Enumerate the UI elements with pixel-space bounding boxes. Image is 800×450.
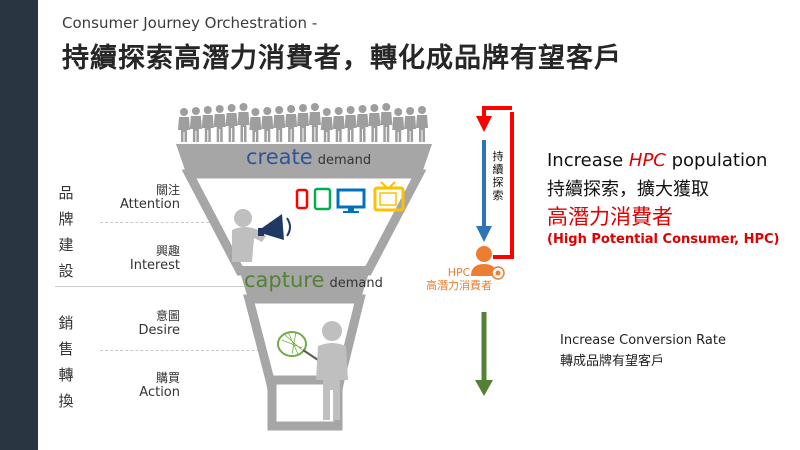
- crowd-person-head: [251, 108, 260, 116]
- crowd-person-head: [227, 104, 236, 112]
- crowd-icon: [178, 103, 428, 142]
- crowd-person-head: [275, 106, 284, 114]
- stage-interest-cn: 興趣: [155, 244, 180, 258]
- crowd-person-head: [263, 107, 272, 115]
- crowd-person-head: [334, 107, 343, 115]
- stage-desire-en: Desire: [138, 323, 180, 338]
- crowd-person-body: [297, 113, 309, 142]
- crowd-person-head: [322, 108, 331, 116]
- butterfly-net-person-icon: [277, 331, 319, 361]
- hpc-chinese-text: 高潛力消費者: [547, 205, 673, 229]
- divider-desire-action: [100, 350, 310, 351]
- crowd-person-head: [191, 107, 200, 115]
- crowd-person-head: [358, 105, 367, 113]
- capture-word: capture: [244, 268, 325, 292]
- crowd-person-head: [394, 108, 403, 116]
- crowd-person-body: [178, 117, 190, 142]
- stage-attention-cn: 關注: [155, 183, 180, 197]
- crowd-person-head: [203, 106, 212, 114]
- blue-arrowhead: [476, 226, 492, 242]
- capture-demand-label: capture demand: [244, 268, 383, 292]
- slide-subtitle: Consumer Journey Orchestration -: [62, 14, 318, 32]
- crowd-person-body: [356, 114, 369, 142]
- crowd-person-head: [370, 104, 379, 112]
- crowd-person-head: [418, 106, 426, 114]
- create-word: create: [246, 145, 313, 169]
- monitor-icon: [336, 188, 366, 213]
- crowd-person-body: [225, 113, 238, 142]
- crowd-person-body: [368, 113, 381, 142]
- crowd-person-head: [382, 103, 391, 111]
- funnel-top-band: [176, 144, 432, 173]
- crowd-person-body: [261, 116, 274, 142]
- crowd-person-body: [332, 116, 345, 142]
- crowd-person-body: [392, 117, 405, 142]
- stage-action-en: Action: [139, 385, 180, 400]
- green-arrowhead: [475, 380, 493, 396]
- explore-text: 持續探索，擴大獲取: [547, 179, 709, 200]
- crowd-person-head: [299, 104, 307, 112]
- crowd-person-body: [273, 115, 286, 142]
- group-brand-building: 品 牌 建 設: [58, 184, 74, 280]
- crowd-person-body: [249, 117, 262, 142]
- stage-attention-en: Attention: [120, 197, 180, 212]
- slide-sidebar: [0, 0, 38, 450]
- crowd-person-body: [404, 116, 417, 142]
- increase-hpc-heading: Increase HPC population: [547, 150, 768, 171]
- crowd-person-body: [213, 114, 226, 142]
- crowd-person-head: [310, 103, 319, 111]
- crowd-person-head: [215, 105, 224, 113]
- stage-desire-cn: 意圖: [155, 309, 180, 323]
- capture-demand-word: demand: [329, 276, 383, 291]
- red-loop-arrow: [493, 112, 514, 259]
- stage-action-cn: 購買: [155, 371, 180, 385]
- stage-interest-en: Interest: [129, 258, 180, 273]
- conversion-chinese-text: 轉成品牌有望客戶: [560, 354, 665, 369]
- crowd-person-head: [287, 105, 296, 113]
- crowd-person-body: [237, 112, 250, 142]
- funnel-middle-band: [238, 266, 371, 295]
- crowd-person-body: [344, 115, 357, 142]
- loop-label: 持 續 探 索: [492, 150, 504, 202]
- conversion-rate-text: Increase Conversion Rate: [560, 333, 726, 348]
- crowd-person-head: [180, 108, 188, 116]
- crowd-person-body: [189, 116, 202, 142]
- person-icon: [316, 321, 348, 420]
- red-arrowhead: [476, 116, 492, 132]
- divider-brand-sales: [55, 286, 255, 287]
- crowd-person-body: [416, 115, 428, 142]
- divider-attention-interest: [100, 222, 310, 223]
- crowd-person-body: [201, 115, 214, 142]
- tablet-icon: [313, 187, 332, 211]
- hpc-definition-text: (High Potential Consumer, HPC): [547, 232, 780, 247]
- megaphone-person-icon: [232, 209, 291, 262]
- crowd-person-head: [239, 103, 248, 111]
- crowd-person-head: [406, 107, 415, 115]
- group-sales-conversion: 銷 售 轉 換: [58, 314, 74, 410]
- crowd-person-body: [380, 112, 393, 142]
- hpc-person-icon: [471, 246, 505, 280]
- red-loop-top: [482, 106, 512, 118]
- crowd-person-head: [346, 106, 355, 114]
- hpc-label: HPC 高潛力消費者: [426, 266, 492, 292]
- slide-title: 持續探索高潛力消費者，轉化成品牌有望客戶: [62, 43, 622, 74]
- create-demand-label: create demand: [246, 145, 371, 169]
- phone-icon: [295, 188, 309, 210]
- tv-icon: [373, 181, 405, 212]
- crowd-person-body: [320, 117, 333, 142]
- create-demand-word: demand: [317, 153, 372, 168]
- crowd-person-body: [308, 112, 321, 142]
- crowd-person-body: [285, 114, 298, 142]
